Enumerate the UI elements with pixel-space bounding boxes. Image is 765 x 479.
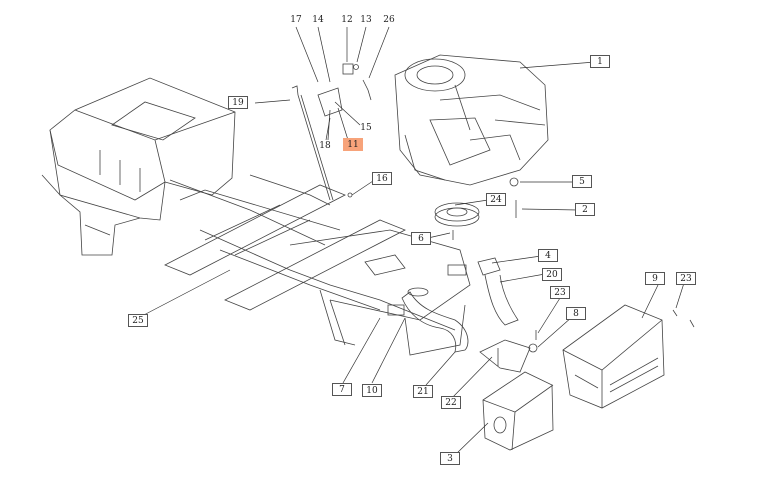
callout-21[interactable]: 21	[413, 385, 433, 398]
frame-rails-drawing	[164, 174, 471, 356]
callout-23-right[interactable]: 23	[676, 272, 696, 285]
exhaust-pipe-drawing	[401, 257, 519, 353]
heat-shield-drawing	[562, 304, 665, 409]
seat-pan-drawing	[41, 77, 236, 256]
callout-14[interactable]: 14	[312, 15, 324, 25]
callout-19[interactable]: 19	[228, 96, 248, 109]
callout-24[interactable]: 24	[486, 193, 506, 206]
callout-25[interactable]: 25	[128, 314, 148, 327]
callout-7[interactable]: 7	[332, 383, 352, 396]
hardware-drawing	[347, 177, 695, 353]
callout-11[interactable]: 11	[343, 138, 363, 151]
callout-23-upper[interactable]: 23	[550, 286, 570, 299]
callout-5[interactable]: 5	[572, 175, 592, 188]
callout-8[interactable]: 8	[566, 307, 586, 320]
pulley-drawing	[434, 202, 480, 227]
callout-4[interactable]: 4	[538, 249, 558, 262]
callout-12[interactable]: 12	[341, 15, 353, 25]
callout-22[interactable]: 22	[441, 396, 461, 409]
bracket-drawing	[479, 339, 531, 373]
callout-6[interactable]: 6	[411, 232, 431, 245]
callout-15[interactable]: 15	[360, 123, 372, 133]
leader-lines	[139, 26, 685, 456]
callout-20[interactable]: 20	[542, 268, 562, 281]
callout-26[interactable]: 26	[383, 15, 395, 25]
callout-2[interactable]: 2	[575, 203, 595, 216]
callout-16[interactable]: 16	[372, 172, 392, 185]
engine-drawing	[394, 54, 549, 186]
callout-17[interactable]: 17	[290, 15, 302, 25]
callout-10[interactable]: 10	[362, 384, 382, 397]
dipstick-drawing	[291, 85, 334, 201]
muffler-drawing	[482, 371, 554, 451]
callout-13[interactable]: 13	[360, 15, 372, 25]
callout-9[interactable]: 9	[645, 272, 665, 285]
callout-3[interactable]: 3	[440, 452, 460, 465]
callout-18[interactable]: 18	[319, 141, 331, 151]
callout-1[interactable]: 1	[590, 55, 610, 68]
